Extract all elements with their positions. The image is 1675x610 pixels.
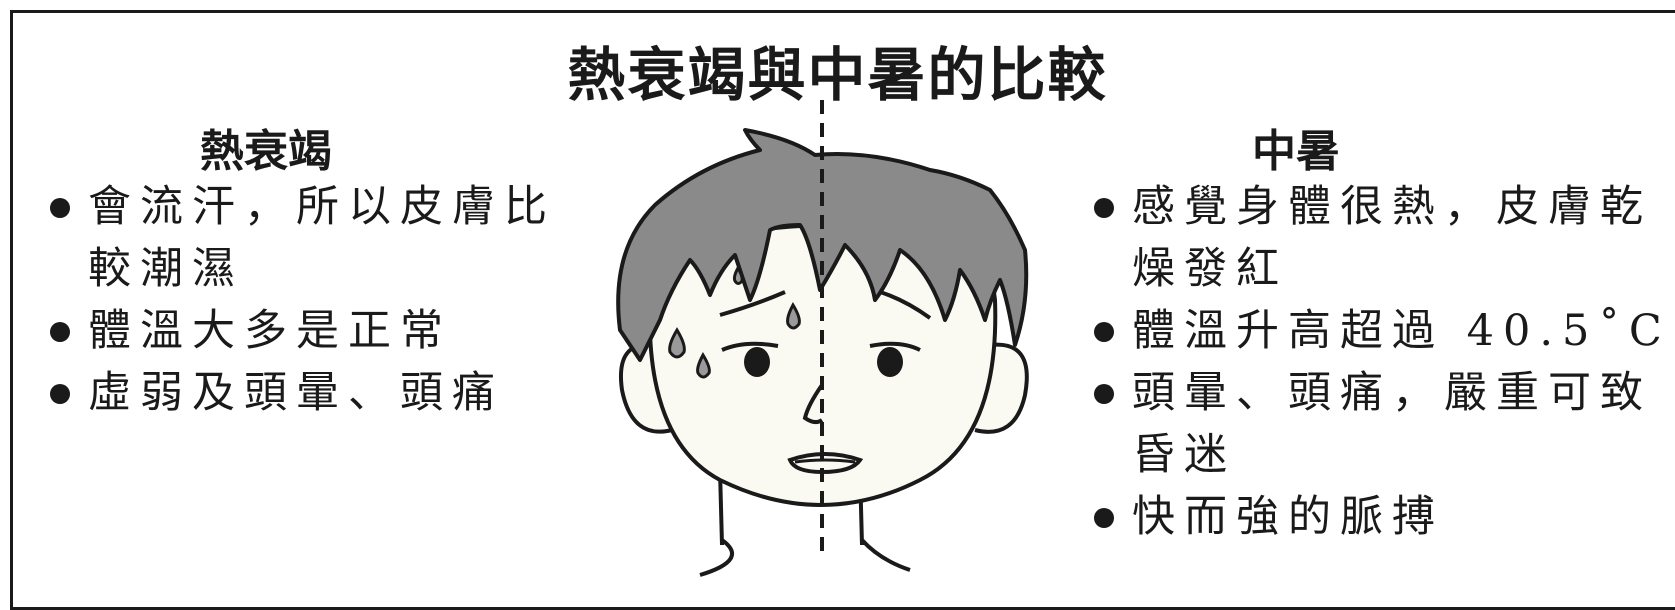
heat-exhaustion-heading: 熱衰竭 xyxy=(200,126,332,177)
right-eye xyxy=(877,347,903,377)
heat-exhaustion-list: 會流汗，所以皮膚比較潮濕 體溫大多是正常 虛弱及頭暈、頭痛 xyxy=(46,176,566,424)
left-eye-lid xyxy=(721,341,779,352)
nose xyxy=(802,383,824,425)
mouth xyxy=(787,452,864,475)
list-item: 快而強的脈搏 xyxy=(1090,486,1675,548)
list-item: 頭暈、頭痛，嚴重可致昏迷 xyxy=(1090,362,1675,486)
sweat-drop-icon xyxy=(786,301,801,330)
heat-stroke-heading: 中暑 xyxy=(1252,126,1340,177)
face-illustration xyxy=(616,100,1029,577)
list-item: 感覺身體很熱，皮膚乾燥發紅 xyxy=(1090,176,1675,300)
sweat-drop-icon xyxy=(668,327,686,359)
right-eyebrow xyxy=(879,290,932,320)
list-item: 會流汗，所以皮膚比較潮濕 xyxy=(46,176,566,300)
mouth-line xyxy=(794,458,856,464)
list-item: 虛弱及頭暈、頭痛 xyxy=(46,362,566,424)
neck xyxy=(699,469,911,577)
diagram-title: 熱衰竭與中暑的比較 xyxy=(567,41,1108,109)
list-item: 體溫升高超過 40.5˚C xyxy=(1090,300,1675,362)
sweat-drop-icon xyxy=(696,351,711,379)
left-eyebrow xyxy=(719,290,786,317)
left-eye xyxy=(744,347,770,377)
heat-stroke-list: 感覺身體很熱，皮膚乾燥發紅 體溫升高超過 40.5˚C 頭暈、頭痛，嚴重可致昏迷… xyxy=(1090,176,1675,548)
list-item: 體溫大多是正常 xyxy=(46,300,566,362)
right-eye-lid xyxy=(869,341,921,352)
sweat-drop-icon xyxy=(732,264,744,285)
